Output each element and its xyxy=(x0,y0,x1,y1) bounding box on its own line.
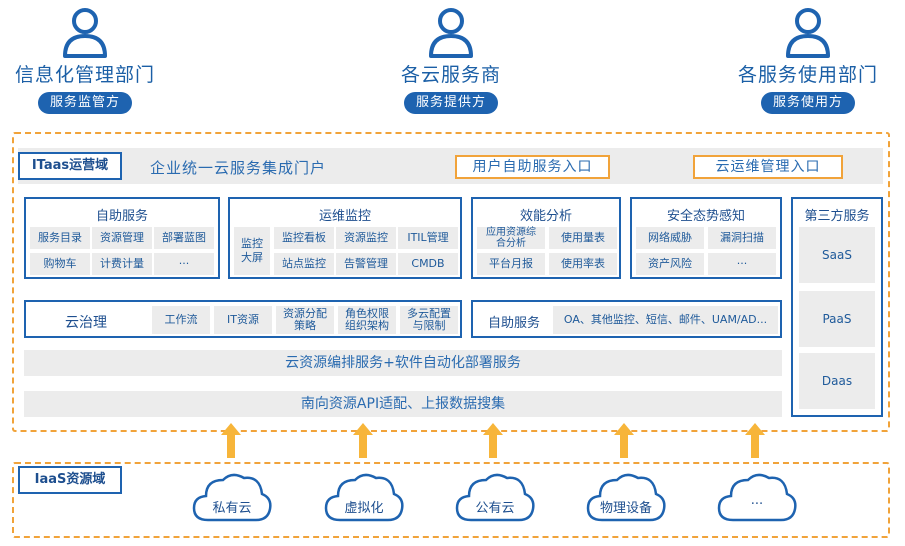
cell: ITIL管理 xyxy=(398,227,458,249)
panel-title: 云治理 xyxy=(65,315,107,331)
up-arrow-icon xyxy=(353,423,373,458)
cloud-icon xyxy=(192,473,272,522)
cell: 资源管理 xyxy=(92,227,152,249)
cell-label: 资源分配策略 xyxy=(283,307,327,332)
cloud-public: 公有云 xyxy=(453,468,537,526)
cell: PaaS xyxy=(799,291,875,347)
cell: 监控看板 xyxy=(274,227,334,249)
itaas-domain-label: ITaas运营域 xyxy=(18,152,122,180)
itaas-domain-border xyxy=(12,132,890,432)
cloud-label: 虚拟化 xyxy=(344,501,384,516)
cloud-label: ··· xyxy=(750,497,764,512)
iaas-domain-border xyxy=(12,462,890,538)
cell-label: 多云配置与限制 xyxy=(407,307,451,332)
panel-title: 第三方服务 xyxy=(804,209,870,224)
cloud-label: 公有云 xyxy=(475,501,515,516)
security-panel: 安全态势感知 网络威胁 漏洞扫描 资产风险 ··· xyxy=(630,197,782,279)
cloud-icon xyxy=(717,473,797,522)
iaas-domain-label: IaaS资源域 xyxy=(18,466,122,494)
cell: 资产风险 xyxy=(636,253,704,275)
role-cloud-provider: 各云服务商 服务提供方 xyxy=(331,6,571,114)
cell: ··· xyxy=(708,253,776,275)
cloud-more: ··· xyxy=(715,468,799,526)
panel-title: 安全态势感知 xyxy=(666,209,745,224)
cell: CMDB xyxy=(398,253,458,275)
panel-title: 自助服务 xyxy=(487,316,540,331)
cell: ··· xyxy=(154,253,214,275)
cell: 部署蓝图 xyxy=(154,227,214,249)
ops-monitor-panel: 运维监控 监控大屏 监控看板 资源监控 ITIL管理 站点监控 告警管理 CMD… xyxy=(228,197,462,279)
panel-title: 运维监控 xyxy=(318,209,371,224)
cell: 服务目录 xyxy=(30,227,90,249)
cell-label: 角色权限组织架构 xyxy=(345,307,389,332)
cell: 资源分配策略 xyxy=(276,306,334,334)
user-icon xyxy=(429,8,473,58)
cloud-icon xyxy=(586,473,666,522)
cell: 应用资源综合分析 xyxy=(477,227,545,249)
cell: 多云配置与限制 xyxy=(400,306,458,334)
panel-title: 效能分析 xyxy=(519,209,572,224)
governance-panel: 云治理 工作流 IT资源 资源分配策略 角色权限组织架构 多云配置与限制 xyxy=(24,300,462,338)
self-service-panel: 自助服务 服务目录 资源管理 部署蓝图 购物车 计费计量 ··· xyxy=(24,197,220,279)
cell: 工作流 xyxy=(152,306,210,334)
cloud-virtualization: 虚拟化 xyxy=(322,468,406,526)
cell: 使用率表 xyxy=(549,253,617,275)
cell: 网络威胁 xyxy=(636,227,704,249)
cell-label: 应用资源综合分析 xyxy=(486,227,536,249)
cell: 资源监控 xyxy=(336,227,396,249)
cell-label: 监控大屏 xyxy=(241,237,263,264)
cell: IT资源 xyxy=(214,306,272,334)
self-service-integration-panel: 自助服务 OA、其他监控、短信、邮件、UAM/AD... xyxy=(471,300,782,338)
role-name: 各云服务商 xyxy=(400,64,501,86)
cell: 计费计量 xyxy=(92,253,152,275)
cell: 漏洞扫描 xyxy=(708,227,776,249)
southbound-bar: 南向资源API适配、上报数据搜集 xyxy=(24,391,782,417)
role-service-user: 各服务使用部门 服务使用方 xyxy=(688,6,905,114)
user-icon xyxy=(63,8,107,58)
role-badge: 服务监管方 xyxy=(37,92,132,114)
user-icon xyxy=(786,8,830,58)
up-arrow-icon xyxy=(221,423,241,458)
cell: 购物车 xyxy=(30,253,90,275)
cloud-label: 物理设备 xyxy=(599,501,652,516)
up-arrow-icon xyxy=(614,423,634,458)
role-it-management: 信息化管理部门 服务监管方 xyxy=(0,6,205,114)
cloud-private: 私有云 xyxy=(190,468,274,526)
role-name: 信息化管理部门 xyxy=(14,64,155,86)
cell: Daas xyxy=(799,353,875,409)
efficiency-panel: 效能分析 应用资源综合分析 使用量表 平台月报 使用率表 xyxy=(471,197,621,279)
orchestration-bar: 云资源编排服务+软件自动化部署服务 xyxy=(24,350,782,376)
cell: 使用量表 xyxy=(549,227,617,249)
panel-title: 自助服务 xyxy=(95,209,148,224)
role-badge: 服务提供方 xyxy=(403,92,498,114)
cloud-icon xyxy=(324,473,404,522)
portal-title: 企业统一云服务集成门户 xyxy=(150,159,327,177)
cell: OA、其他监控、短信、邮件、UAM/AD... xyxy=(553,306,778,334)
ops-management-entry[interactable]: 云运维管理入口 xyxy=(693,155,843,179)
up-arrow-icon xyxy=(483,423,503,458)
cloud-physical: 物理设备 xyxy=(584,468,668,526)
cell: 角色权限组织架构 xyxy=(338,306,396,334)
cell-monitor-screen: 监控大屏 xyxy=(234,227,270,275)
up-arrow-icon xyxy=(745,423,765,458)
cell: 平台月报 xyxy=(477,253,545,275)
third-party-panel: 第三方服务 SaaS PaaS Daas xyxy=(791,197,883,417)
role-name: 各服务使用部门 xyxy=(737,64,878,86)
cloud-label: 私有云 xyxy=(212,501,252,516)
role-badge: 服务使用方 xyxy=(760,92,855,114)
self-service-entry[interactable]: 用户自助服务入口 xyxy=(455,155,610,179)
cell: 站点监控 xyxy=(274,253,334,275)
cloud-icon xyxy=(455,473,535,522)
cell: 告警管理 xyxy=(336,253,396,275)
cell: SaaS xyxy=(799,227,875,283)
